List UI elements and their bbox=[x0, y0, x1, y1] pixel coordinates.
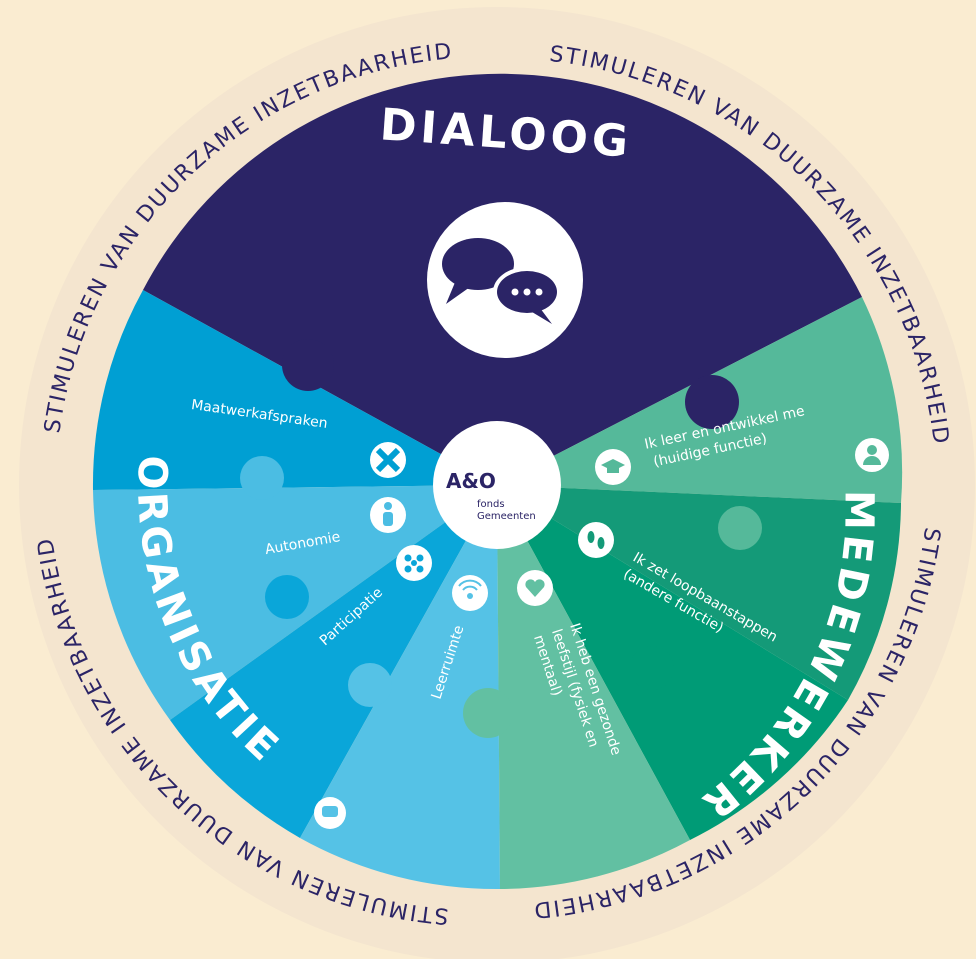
logo-line-1: fonds bbox=[477, 499, 505, 510]
puzzle-knob-dialoog-left bbox=[282, 339, 334, 391]
logo-line-2: Gemeenten bbox=[477, 511, 536, 522]
puzzle-knob-med-1 bbox=[718, 506, 762, 550]
chat-bubbles-icon bbox=[427, 202, 583, 358]
profile-icon bbox=[855, 438, 889, 472]
puzzle-knob-org-2 bbox=[265, 575, 309, 619]
puzzle-knob-med-2 bbox=[630, 646, 674, 690]
puzzle-knob-org-4 bbox=[463, 688, 513, 738]
puzzle-knob-org-3 bbox=[348, 663, 392, 707]
segment-organisatie-slice-1 bbox=[92, 290, 498, 490]
puzzle-cross-icon bbox=[370, 442, 406, 478]
chat-mini-icon bbox=[314, 797, 346, 829]
puzzle-knob-dialoog-right bbox=[685, 375, 739, 429]
puzzle-knob-org-1 bbox=[240, 456, 284, 500]
person-icon bbox=[370, 497, 406, 533]
footsteps-icon bbox=[578, 522, 614, 558]
heart-icon bbox=[517, 570, 553, 606]
logo-mark: A&O bbox=[446, 469, 496, 493]
fonds-logo: A&O fonds Gemeenten bbox=[433, 421, 561, 549]
graduation-cap-icon bbox=[595, 449, 631, 485]
signal-waves-icon bbox=[452, 575, 488, 611]
group-people-icon bbox=[396, 545, 432, 581]
segment-organisatie-slice-4 bbox=[300, 485, 500, 890]
